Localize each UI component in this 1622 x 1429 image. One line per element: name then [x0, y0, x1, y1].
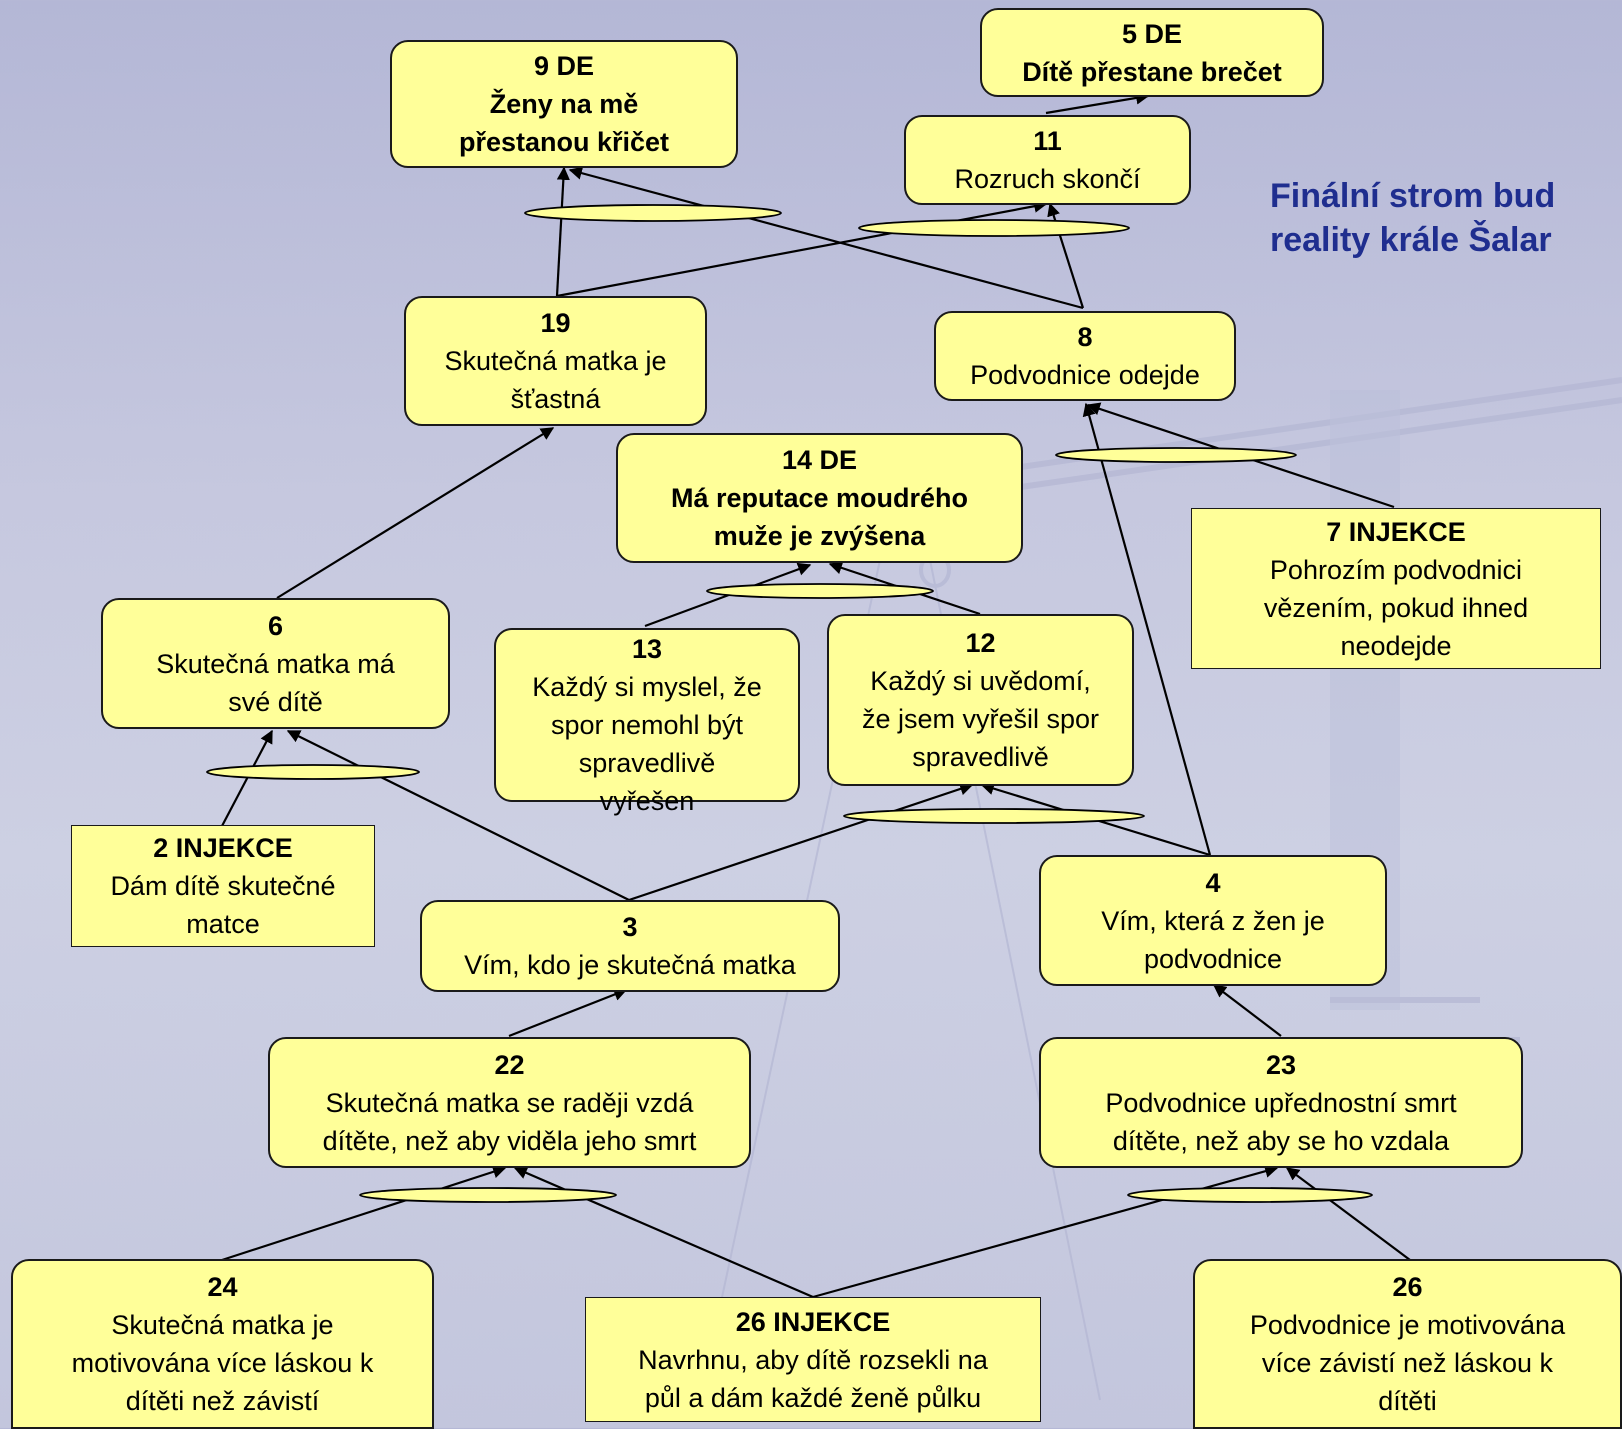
arrow-11-to-5	[1045, 91, 1150, 115]
arrow-19-to-9	[555, 166, 570, 297]
node-number: 14 DE	[781, 445, 858, 475]
node-text: Vím, která z žen je podvodnice	[1101, 905, 1325, 974]
node-24: 24 Skutečná matka je motivována více lás…	[11, 1259, 434, 1429]
node-text: Vím, kdo je skutečná matka	[464, 950, 796, 980]
node-9-de: 9 DE Ženy na mě přestanou křičet	[390, 40, 738, 168]
arrow-4-to-8	[1082, 402, 1212, 856]
arrow-8-to-9	[568, 166, 1084, 310]
node-3: 3 Vím, kdo je skutečná matka	[420, 900, 840, 992]
node-text: Má reputace moudrého muže je zvýšena	[670, 483, 969, 551]
node-14-de: 14 DE Má reputace moudrého muže je zvýše…	[616, 433, 1023, 563]
node-number: 12	[965, 628, 996, 658]
node-text: Skutečná matka se raději vzdá dítěte, ne…	[322, 1087, 697, 1156]
and-ellipse-14	[706, 583, 934, 599]
node-number: 5 DE	[1121, 18, 1183, 49]
and-ellipse-22	[359, 1187, 617, 1203]
and-ellipse-8	[1055, 447, 1297, 463]
node-13: 13 Každý si myslel, že spor nemohl být s…	[494, 628, 800, 816]
arrow-26-to-23	[1285, 1167, 1411, 1261]
node-number: 7 INJEKCE	[1326, 516, 1466, 547]
node-22: 22 Skutečná matka se raději vzdá dítěte,…	[268, 1037, 751, 1168]
node-text: Skutečná matka je šťastná	[444, 346, 667, 414]
arrow-6-to-19	[276, 427, 555, 599]
and-ellipse-9	[524, 204, 782, 222]
node-11: 11 Rozruch skončí	[904, 115, 1191, 205]
node-text: Dám dítě skutečné matce	[110, 871, 336, 939]
node-number: 9 DE	[533, 51, 595, 81]
node-number: 4	[1205, 867, 1221, 898]
node-7-injekce: 7 INJEKCE Pohrozím podvodnici vězením, p…	[1191, 508, 1601, 669]
node-8: 8 Podvodnice odejde	[934, 311, 1236, 401]
node-text: Ženy na mě přestanou křičet	[458, 89, 670, 157]
node-number: 2 INJEKCE	[153, 833, 293, 863]
node-number: 11	[1033, 126, 1062, 156]
arrow-22-to-3	[508, 988, 628, 1038]
arrow-23-to-4	[1212, 984, 1282, 1037]
node-2-injekce: 2 INJEKCE Dám dítě skutečné matce	[71, 825, 375, 947]
and-ellipse-12	[843, 808, 1145, 824]
arrow-24-to-22	[221, 1165, 507, 1262]
node-5-de: 5 DE Dítě přestane brečet	[980, 8, 1324, 97]
node-text: Skutečná matka je motivována více láskou…	[71, 1310, 374, 1416]
arrow-2-to-6	[221, 729, 273, 827]
node-text: Dítě přestane brečet	[1022, 56, 1282, 87]
node-text: Pohrozím podvodnici vězením, pokud ihned…	[1263, 554, 1529, 661]
arrow-3-to-6	[286, 730, 630, 901]
node-text: Rozruch skončí	[954, 164, 1141, 194]
node-12: 12 Každý si uvědomí, že jsem vyřešil spo…	[827, 614, 1134, 786]
arrow-3-to-12	[628, 782, 974, 902]
node-6: 6 Skutečná matka má své dítě	[101, 598, 450, 729]
node-number: 19	[540, 308, 571, 338]
node-26-injekce: 26 INJEKCE Navrhnu, aby dítě rozsekli na…	[585, 1297, 1041, 1422]
node-number: 6	[267, 610, 284, 641]
node-number: 26	[1392, 1272, 1423, 1302]
node-19: 19 Skutečná matka je šťastná	[404, 296, 707, 426]
node-number: 13	[631, 634, 663, 664]
node-23: 23 Podvodnice upřednostní smrt dítěte, n…	[1039, 1037, 1523, 1168]
node-number: 22	[494, 1049, 525, 1080]
node-text: Podvodnice upřednostní smrt dítěte, než …	[1105, 1087, 1457, 1156]
node-text: Skutečná matka má své dítě	[156, 648, 395, 717]
node-26: 26 Podvodnice je motivována více závistí…	[1193, 1259, 1622, 1429]
node-number: 3	[622, 912, 638, 942]
and-ellipse-11	[858, 219, 1130, 237]
arrow-26i-to-22	[513, 1166, 814, 1299]
slide-title: Finální strom bud reality krále Šalar	[1270, 177, 1556, 259]
arrow-8-to-11	[1047, 202, 1085, 309]
node-text: Navrhnu, aby dítě rozsekli na půl a dám …	[638, 1344, 988, 1413]
node-number: 23	[1265, 1049, 1297, 1080]
and-ellipse-23	[1127, 1187, 1373, 1203]
node-number: 8	[1077, 322, 1093, 352]
node-number: 24	[207, 1272, 238, 1302]
node-text: Podvodnice odejde	[970, 360, 1200, 390]
node-text: Každý si uvědomí, že jsem vyřešil spor s…	[861, 666, 1100, 772]
node-number: 26 INJEKCE	[735, 1306, 891, 1337]
node-4: 4 Vím, která z žen je podvodnice	[1039, 855, 1387, 986]
node-text: Každý si myslel, že spor nemohl být spra…	[532, 672, 762, 816]
and-ellipse-6	[206, 764, 420, 780]
node-text: Podvodnice je motivována více závistí ne…	[1249, 1310, 1566, 1416]
